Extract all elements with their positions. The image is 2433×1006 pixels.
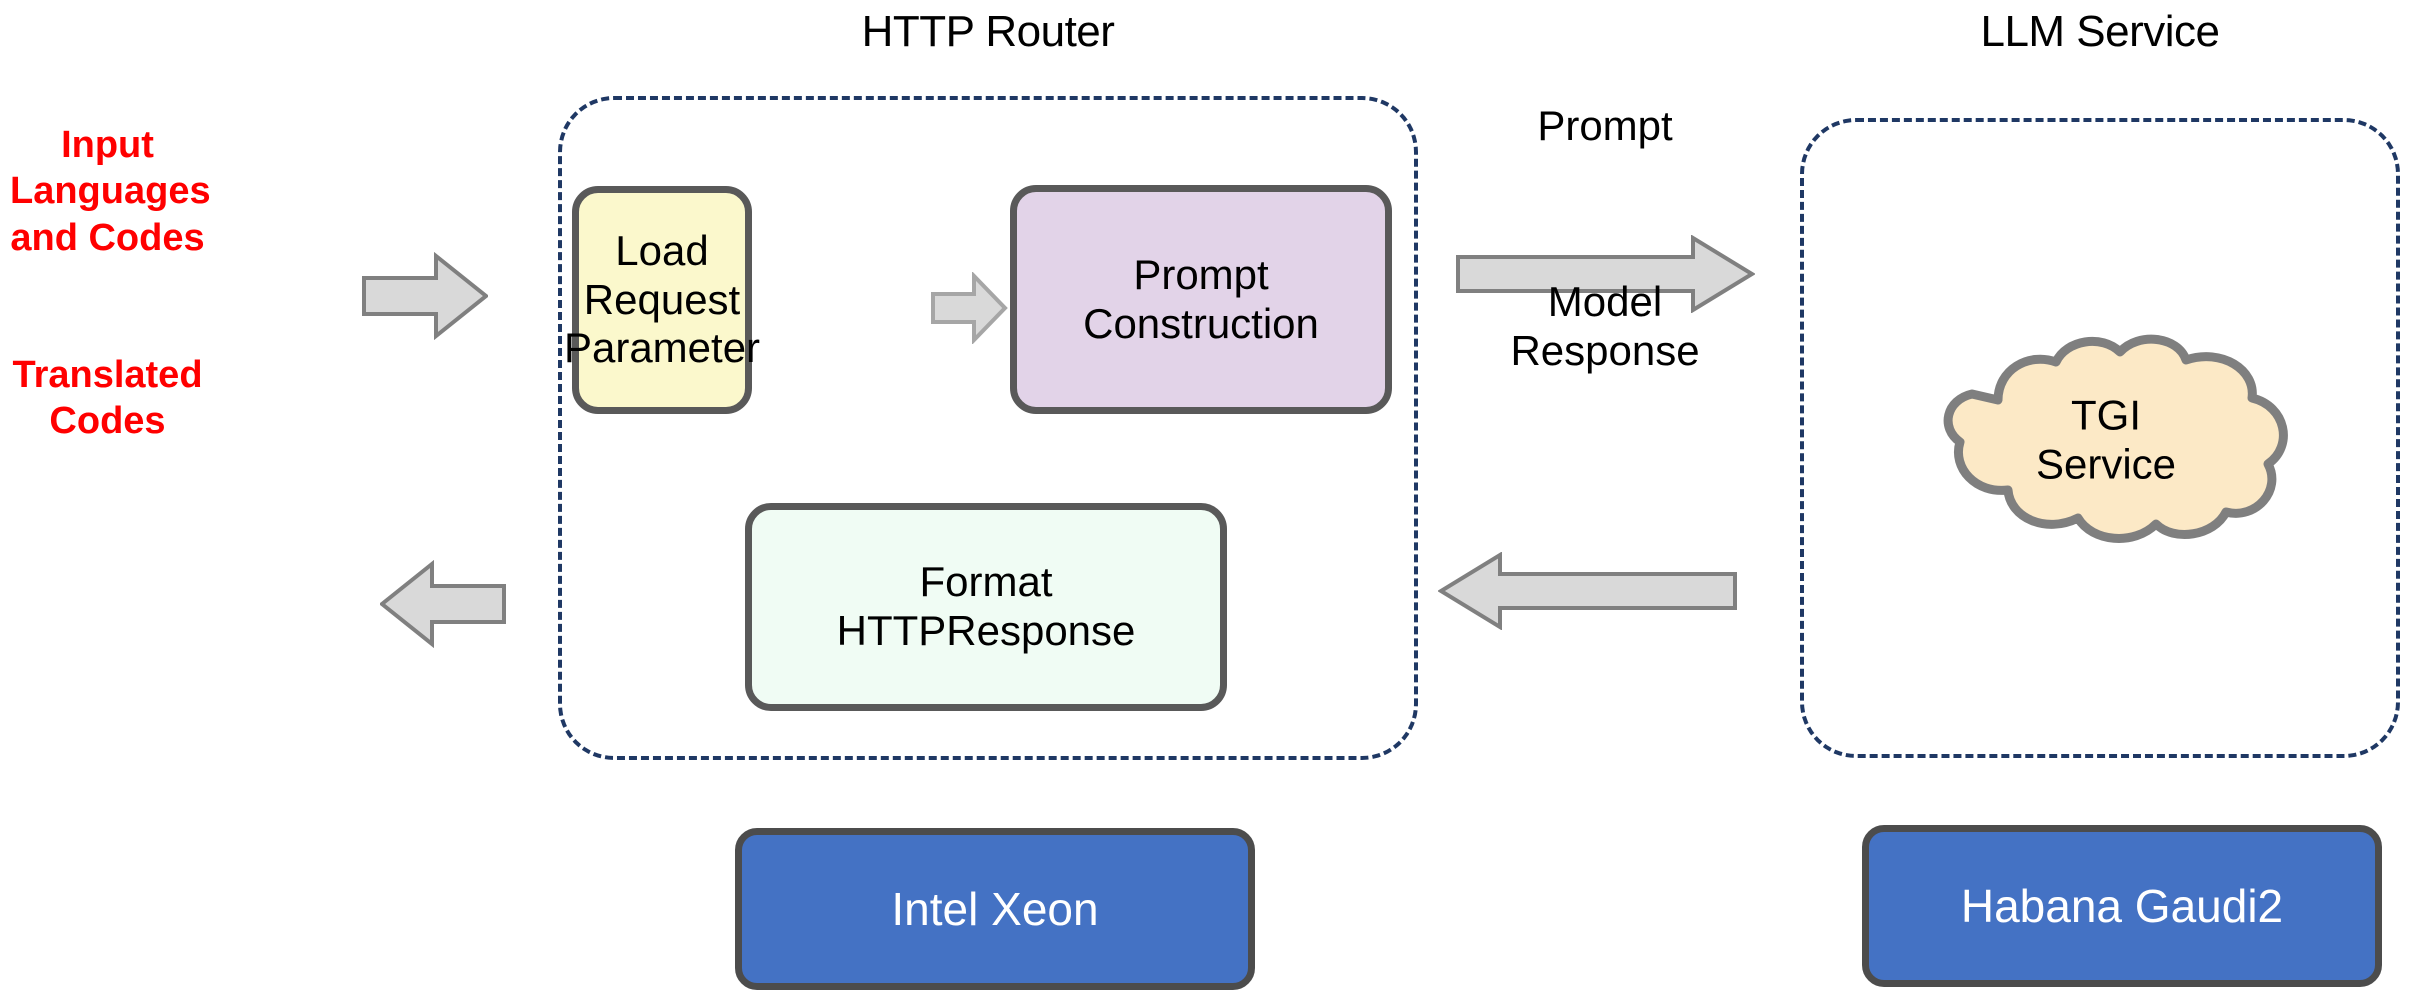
prompt-arrow-icon — [1455, 235, 1755, 313]
habana-gaudi2-box[interactable]: Habana Gaudi2 — [1862, 825, 2382, 987]
inner-arrow-icon — [930, 272, 1008, 344]
format-http-response-box[interactable]: Format HTTPResponse — [745, 503, 1227, 711]
input-languages-and-codes-label: Input Languages and Codes — [10, 124, 211, 259]
intel-xeon-box[interactable]: Intel Xeon — [735, 828, 1255, 990]
llm-service-title: LLM Service — [1980, 7, 2220, 56]
prompt-construction-box[interactable]: Prompt Construction — [1010, 185, 1392, 414]
model-response-arrow-icon — [1438, 552, 1738, 630]
load-request-parameter-box[interactable]: Load Request Parameter — [564, 186, 760, 414]
model-response-flow-label: Model Response — [1510, 278, 1700, 374]
cloud-icon — [1943, 334, 2288, 543]
llm-service-group — [1800, 118, 2400, 758]
output-arrow-icon — [380, 560, 506, 648]
tgi-service-cloud[interactable]: TGI Service — [1906, 330, 2306, 550]
input-arrow-icon — [362, 252, 488, 340]
translated-codes-label: Translated Codes — [12, 354, 203, 443]
http-router-title: HTTP Router — [861, 7, 1115, 56]
prompt-flow-label: Prompt — [1537, 102, 1673, 149]
http-router-group — [558, 96, 1418, 760]
